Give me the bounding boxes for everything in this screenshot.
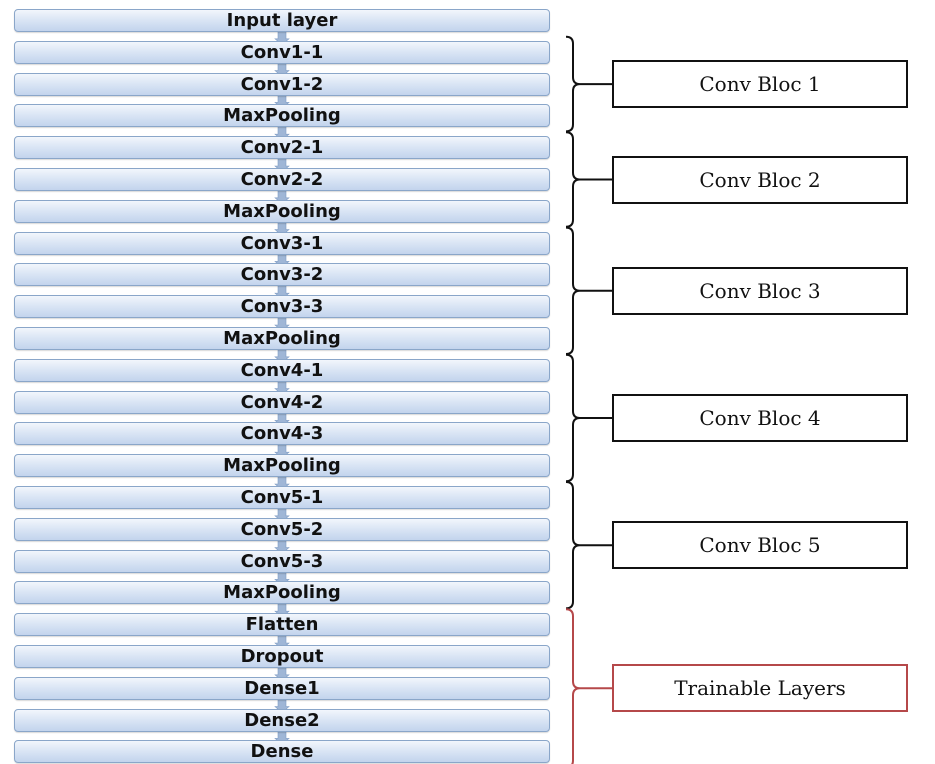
group-label-3: Conv Bloc 3	[612, 266, 908, 315]
group-label-4: Conv Bloc 4	[612, 394, 908, 442]
group-label-2: Conv Bloc 2	[612, 155, 908, 204]
layer-dropout-20: Dropout	[14, 645, 550, 668]
layer-dense-23: Dense	[14, 740, 550, 764]
layer-conv5-3-17: Conv5-3	[14, 549, 550, 573]
layer-conv4-2-12: Conv4-2	[14, 390, 550, 414]
layer-conv4-1-11: Conv4-1	[14, 358, 550, 382]
layer-conv3-1-7: Conv3-1	[14, 231, 550, 255]
layer-dense2-22: Dense2	[14, 708, 550, 732]
layer-conv3-3-9: Conv3-3	[14, 295, 550, 319]
layer-conv1-2-2: Conv1-2	[14, 72, 550, 96]
group-brace-5	[565, 481, 581, 610]
group-brace-6	[565, 608, 581, 764]
group-brace-3	[565, 226, 581, 355]
group-label-1: Conv Bloc 1	[612, 60, 908, 109]
group-label-6: Trainable Layers	[612, 664, 908, 713]
layer-dense1-21: Dense1	[14, 676, 550, 700]
layer-conv5-1-15: Conv5-1	[14, 486, 550, 509]
layer-input-layer-0: Input layer	[14, 9, 550, 32]
group-brace-4	[565, 353, 581, 483]
layer-conv4-3-13: Conv4-3	[14, 422, 550, 446]
layer-maxpooling-10: MaxPooling	[14, 327, 550, 350]
layer-conv1-1-1: Conv1-1	[14, 40, 550, 64]
layer-maxpooling-3: MaxPooling	[14, 104, 550, 128]
layer-conv3-2-8: Conv3-2	[14, 263, 550, 287]
layer-maxpooling-14: MaxPooling	[14, 454, 550, 478]
group-brace-2	[565, 131, 581, 228]
layer-conv5-2-16: Conv5-2	[14, 517, 550, 541]
layer-conv2-2-5: Conv2-2	[14, 168, 550, 191]
layer-maxpooling-6: MaxPooling	[14, 199, 550, 223]
layer-flatten-19: Flatten	[14, 613, 550, 637]
group-label-5: Conv Bloc 5	[612, 521, 908, 570]
layer-conv2-1-4: Conv2-1	[14, 136, 550, 160]
group-brace-1	[565, 35, 581, 133]
layer-maxpooling-18: MaxPooling	[14, 581, 550, 605]
